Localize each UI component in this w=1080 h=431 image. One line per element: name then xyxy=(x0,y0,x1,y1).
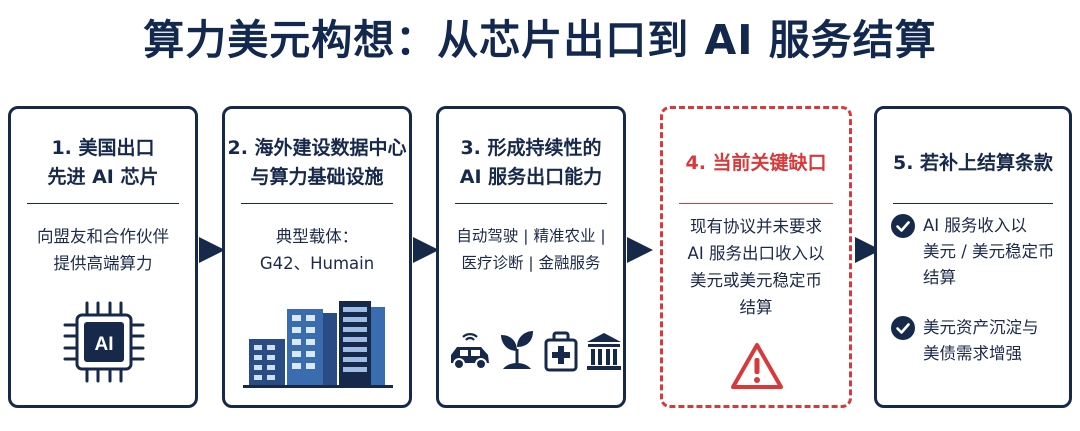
check-line: 结算 xyxy=(923,268,956,287)
card-body: 典型载体： G42、Humain xyxy=(231,223,403,277)
chip-label: AI xyxy=(95,334,114,355)
check-line: 美债需求增强 xyxy=(923,344,1022,363)
divider xyxy=(679,203,833,204)
card-chip-export: 1. 美国出口先进 AI 芯片 向盟友和合作伙伴提供高端算力 AI xyxy=(8,106,198,408)
body-line: 向盟友和合作伙伴 xyxy=(37,227,169,246)
card-heading-line: AI 服务出口能力 xyxy=(459,166,603,188)
card-heading: 1. 美国出口先进 AI 芯片 xyxy=(11,123,195,203)
card-data-centers: 2. 海外建设数据中心与算力基础设施 典型载体： G42、Humain xyxy=(222,106,412,408)
card-ai-services: 3. 形成持续性的 AI 服务出口能力 自动驾驶 | 精准农业 | 医疗诊断 | 金… xyxy=(436,106,626,408)
bank-icon xyxy=(587,333,621,370)
card-heading-line: 与算力基础设施 xyxy=(250,166,384,188)
body-line: 提供高端算力 xyxy=(53,254,153,273)
card-heading: 3. 形成持续性的 AI 服务出口能力 xyxy=(439,123,623,203)
arrow-right-icon xyxy=(199,237,225,263)
arrow-right-icon xyxy=(413,237,439,263)
body-line: 医疗诊断 | 金融服务 xyxy=(461,254,601,272)
check-item: 美元资产沉淀与 美债需求增强 xyxy=(891,315,1061,367)
body-line: 结算 xyxy=(739,298,773,317)
plant-icon xyxy=(501,331,533,369)
check-item: AI 服务收入以 美元 / 美元稳定币 结算 xyxy=(891,213,1061,291)
card-heading-line: 3. 形成持续性的 xyxy=(460,137,602,159)
divider xyxy=(27,203,179,204)
body-line: G42、Humain xyxy=(259,254,375,273)
card-heading: 5. 若补上结算条款 xyxy=(877,123,1069,203)
card-heading: 4. 当前关键缺口 xyxy=(663,123,849,203)
card-heading-line: 5. 若补上结算条款 xyxy=(892,151,1054,174)
card-body: 向盟友和合作伙伴提供高端算力 xyxy=(17,223,189,277)
car-icon xyxy=(451,333,489,370)
check-line: AI 服务收入以 xyxy=(923,216,1027,235)
medical-kit-icon xyxy=(544,331,578,372)
check-icon xyxy=(891,316,915,340)
check-line: 美元资产沉淀与 xyxy=(923,318,1039,337)
divider xyxy=(241,203,393,204)
card-heading-line: 先进 AI 芯片 xyxy=(47,166,159,188)
card-body: 自动驾驶 | 精准农业 | 医疗诊断 | 金融服务 xyxy=(441,223,621,277)
body-line: 美元或美元稳定币 xyxy=(690,271,822,290)
card-settlement-clause: 5. 若补上结算条款 AI 服务收入以 美元 / 美元稳定币 结算 美元资产沉淀… xyxy=(874,106,1072,408)
body-line: 现有协议并未要求 xyxy=(690,217,822,236)
divider xyxy=(893,203,1053,204)
card-heading: 2. 海外建设数据中心与算力基础设施 xyxy=(225,123,409,203)
divider xyxy=(455,203,607,204)
card-heading-line: 4. 当前关键缺口 xyxy=(685,151,827,174)
body-line: 典型载体： xyxy=(275,227,359,246)
card-heading-line: 1. 美国出口 xyxy=(51,137,155,159)
page-title: 算力美元构想：从芯片出口到 AI 服务结算 xyxy=(143,16,937,64)
check-icon xyxy=(891,214,915,238)
check-line: 美元 / 美元稳定币 xyxy=(923,242,1055,261)
warning-icon xyxy=(731,343,783,389)
chip-icon: AI xyxy=(63,301,145,383)
card-body: 现有协议并未要求 AI 服务出口收入以 美元或美元稳定币 结算 xyxy=(669,213,843,321)
building-icon xyxy=(243,301,393,388)
card-key-gap: 4. 当前关键缺口 现有协议并未要求 AI 服务出口收入以 美元或美元稳定币 结… xyxy=(660,106,852,408)
body-line: AI 服务出口收入以 xyxy=(687,244,825,263)
arrow-right-icon xyxy=(855,237,881,263)
arrow-right-icon xyxy=(627,237,653,263)
check-text: 美元资产沉淀与 美债需求增强 xyxy=(923,315,1039,367)
card-heading-line: 2. 海外建设数据中心 xyxy=(227,137,407,159)
body-line: 自动驾驶 | 精准农业 | xyxy=(456,227,606,245)
check-text: AI 服务收入以 美元 / 美元稳定币 结算 xyxy=(923,213,1055,291)
